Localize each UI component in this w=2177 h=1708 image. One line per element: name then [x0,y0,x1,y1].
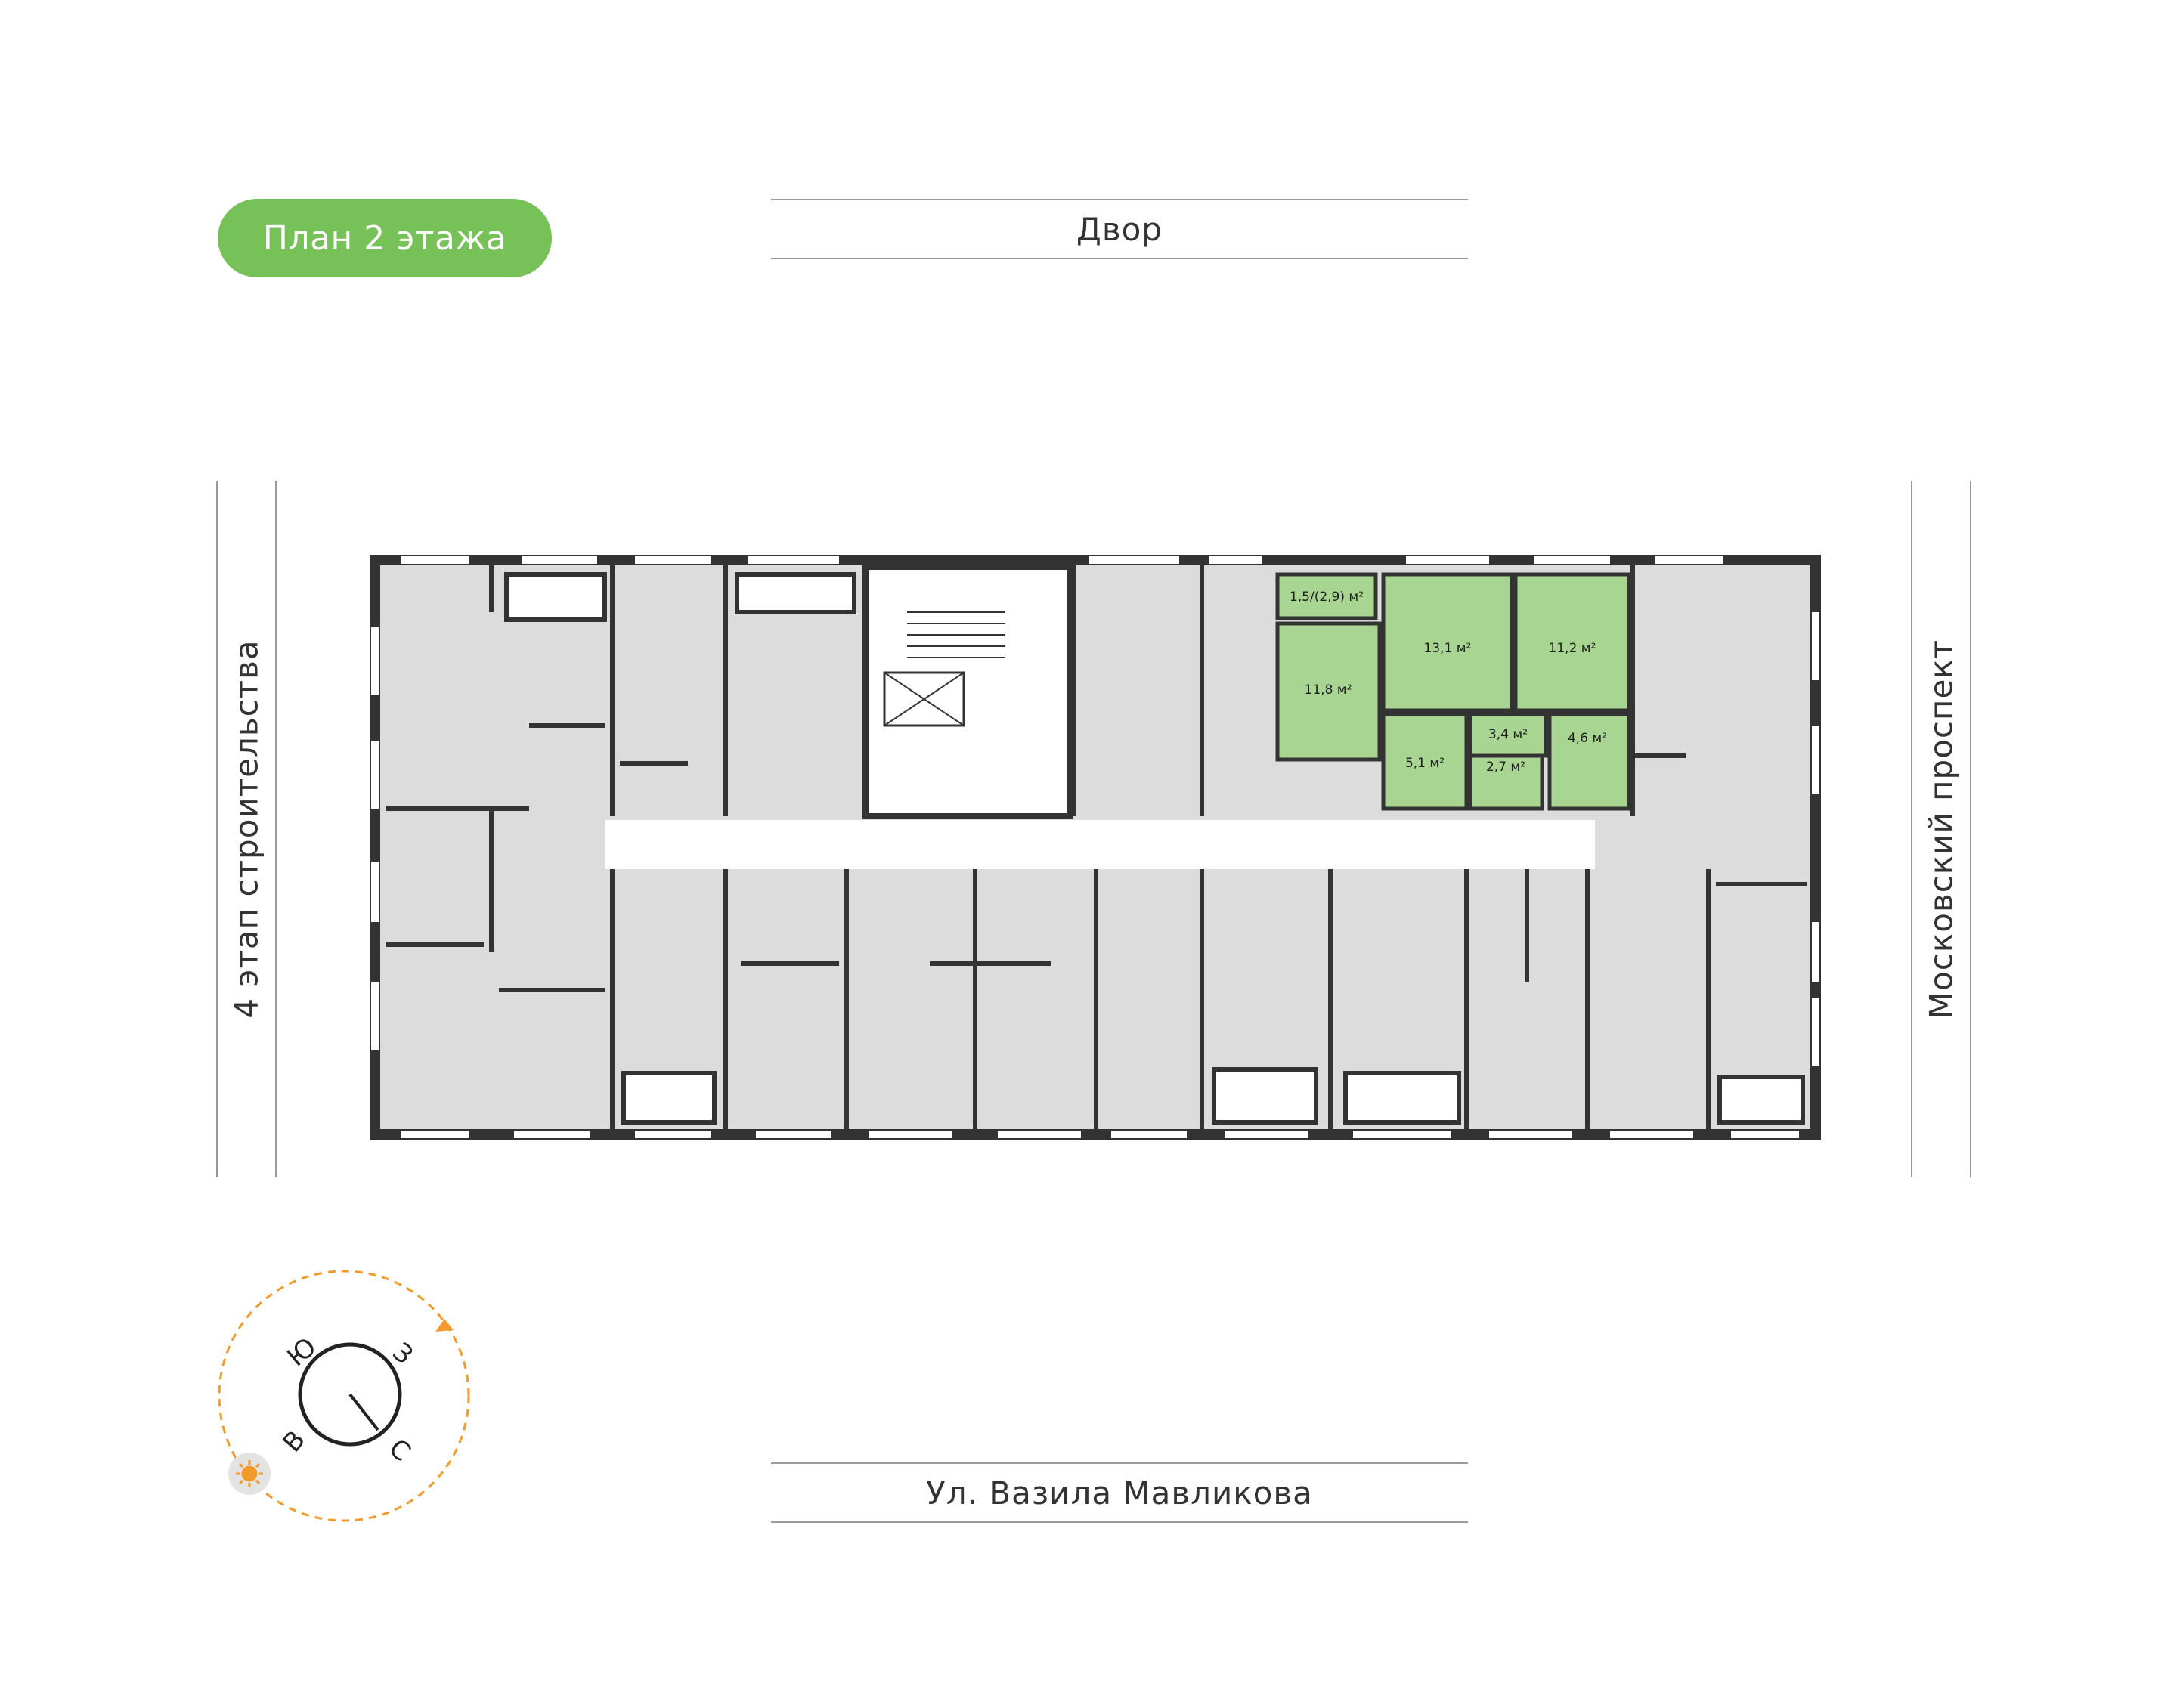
area-label-hall: 3,4 м² [1488,727,1528,742]
sun-icon [236,1460,263,1487]
walls-middle [621,565,1469,1130]
area-label-corridor: 5,1 м² [1405,756,1445,771]
corridor [605,820,1595,869]
room-two [1513,572,1631,713]
area-label-room-one: 13,1 м² [1424,641,1472,656]
room-corridor [1381,712,1469,811]
street-label-bottom: Ул. Вазила Мавликова [771,1462,1468,1523]
compass: Ю З В С [218,1270,470,1522]
area-label-bath-large: 4,6 м² [1568,731,1607,746]
street-label-top: Двор [771,199,1468,259]
orbit-arrow-icon [435,1319,454,1332]
elevator-x2 [884,672,965,726]
area-label-balcony: 1,5/(2,9) м² [1290,589,1364,605]
walls-right [1525,565,1807,1130]
compass-letter-east: В [277,1425,311,1459]
area-label-kitchen: 11,8 м² [1305,682,1352,698]
room-one [1381,572,1514,713]
street-label-left: 4 этап строительства [216,481,277,1177]
windows [371,556,1819,1138]
highlighted-apartment [1275,572,1631,811]
room-balcony [1275,572,1378,620]
room-kitchen [1275,621,1382,762]
area-label-room-two: 11,2 м² [1549,641,1596,656]
compass-orbit [218,1270,470,1522]
room-bath-large [1547,712,1631,811]
compass-needle [348,1393,379,1431]
area-label-bath-small: 2,7 м² [1486,760,1525,775]
stair-steps [907,611,1005,658]
room-bath-small [1468,753,1544,811]
compass-letter-north: С [383,1433,417,1468]
floor-badge: План 2 этажа [218,199,552,277]
street-label-right: Московский проспект [1911,481,1971,1177]
walls-left [386,565,856,1130]
